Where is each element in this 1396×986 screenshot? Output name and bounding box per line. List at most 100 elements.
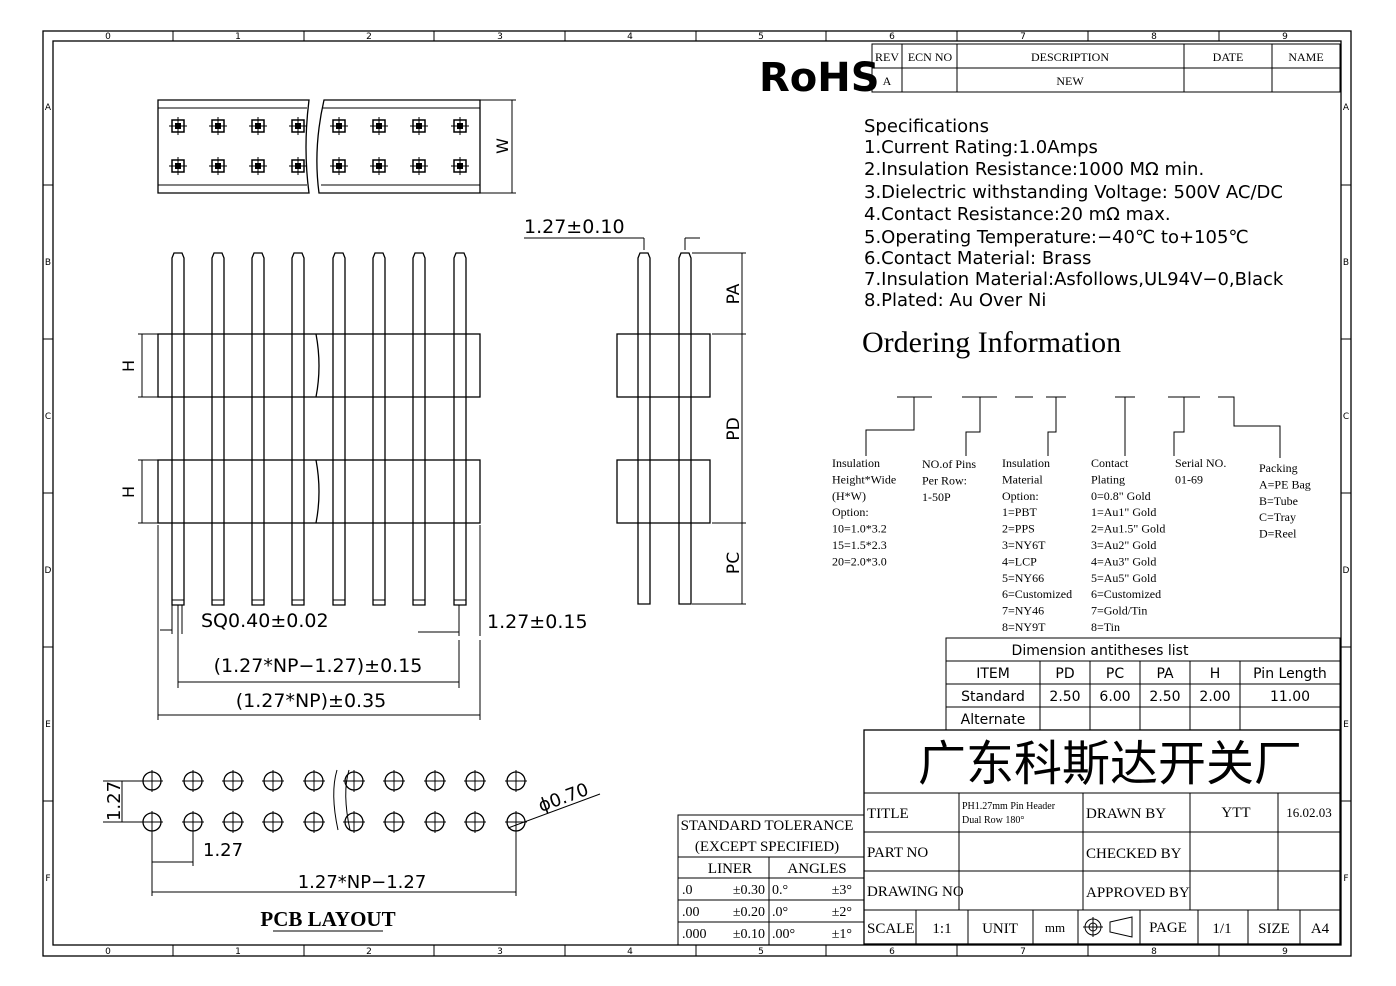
rohs-mark: RoHS (759, 55, 880, 101)
pin-square (209, 157, 227, 175)
pin-square (249, 117, 267, 135)
specifications: Specifications 1.Current Rating:1.0Amps … (864, 116, 1284, 311)
pin-square (410, 117, 428, 135)
pin-square (410, 157, 428, 175)
dim-pitch-side: 1.27±0.15 (487, 611, 588, 633)
pin (251, 252, 265, 606)
pin-square (451, 157, 469, 175)
liner-header: LINER (708, 861, 752, 877)
spec-item: 2.Insulation Resistance:1000 MΩ min. (864, 159, 1204, 180)
ordering-option-text: D=Reel (1259, 527, 1297, 541)
ordering-option-text: 1-50P (922, 490, 951, 504)
dimension-table-header: PC (1106, 666, 1124, 682)
frame-row-label: E (1343, 720, 1349, 730)
angles-header: ANGLES (787, 861, 846, 877)
ordering-option-text: NO.of Pins (922, 457, 976, 471)
ordering-option-text: Contact (1091, 456, 1129, 470)
ordering-option-text: A=PE Bag (1259, 477, 1311, 491)
ordering-option-text: 5=NY66 (1002, 571, 1044, 585)
pin (637, 252, 651, 605)
ordering-option-text: 5=Au5" Gold (1091, 571, 1156, 585)
frame-col-label: 8 (1151, 947, 1157, 957)
spec-item: 3.Dielectric withstanding Voltage: 500V … (864, 182, 1283, 203)
frame-row-label: E (45, 720, 51, 730)
frame-col-label: 0 (105, 947, 111, 957)
pin-square (209, 117, 227, 135)
frame-col-label: 1 (235, 32, 241, 42)
frame-row-label: B (1343, 258, 1349, 268)
ordering-option-text: 1=PBT (1002, 505, 1037, 519)
frame-col-label: 6 (889, 32, 895, 42)
pin-square (330, 117, 348, 135)
pin (211, 252, 225, 606)
part-no-label: PART NO (867, 845, 928, 861)
pcb-hole (182, 811, 204, 833)
approved-by-label: APPROVED BY (1086, 885, 1190, 901)
pcb-hole (262, 811, 284, 833)
ordering-option-text: 3=NY6T (1002, 538, 1046, 552)
dim-pcb-pitch-h: 1.27 (203, 840, 243, 861)
frame-col-label: 5 (758, 32, 764, 42)
frame-col-label: 3 (497, 947, 503, 957)
ordering-option-text: 2=PPS (1002, 522, 1035, 536)
ordering-option-text: Option: (832, 505, 869, 519)
ordering-option-text: Per Row: (922, 473, 967, 487)
dimension-table-cell: Standard (961, 689, 1025, 705)
company-name: 广东科斯达开关厂 (918, 736, 1302, 792)
top-view: W (157, 99, 516, 194)
tolerance-cell: ±0.20 (733, 905, 765, 920)
specifications-title: Specifications (864, 116, 989, 137)
frame-col-label: 2 (366, 947, 372, 957)
tolerance-cell: ±2° (832, 905, 852, 920)
frame-row-label: F (45, 874, 50, 884)
pin-square (330, 157, 348, 175)
ordering-option-text: 20=2.0*3.0 (832, 554, 887, 568)
drawn-date: 16.02.03 (1286, 805, 1332, 820)
tolerance-cell: .0 (682, 883, 693, 898)
pcb-hole (182, 770, 204, 792)
dim-sq: SQ0.40±0.02 (201, 610, 329, 632)
front-view: H H SQ0.40±0.02 1.27±0.15 (1.27*NP−1.27)… (119, 252, 588, 720)
ordering-option-text: Material (1002, 472, 1043, 486)
spec-item: 8.Plated: Au Over Ni (864, 290, 1046, 311)
dim-pd: PD (724, 417, 744, 440)
spec-item: 4.Contact Resistance:20 mΩ max. (864, 204, 1171, 225)
frame-row-label: D (1343, 566, 1350, 576)
ordering-option-text: 01-69 (1175, 472, 1203, 486)
dimension-table-header: H (1210, 666, 1221, 682)
tolerance-title: STANDARD TOLERANCE (681, 818, 854, 834)
dim-np-minus: (1.27*NP−1.27)±0.15 (214, 655, 423, 677)
ordering-option-text: (H*W) (832, 489, 866, 503)
ordering-option-text: B=Tube (1259, 494, 1298, 508)
ordering-option-text: 8=Tin (1091, 620, 1120, 634)
ordering-option-text: 6=Customized (1002, 587, 1072, 601)
pcb-hole (343, 770, 365, 792)
drawn-by-label: DRAWN BY (1086, 806, 1166, 822)
ordering-option-text: 10=1.0*3.2 (832, 522, 887, 536)
pcb-hole (343, 811, 365, 833)
tolerance-cell: .0° (772, 905, 788, 920)
dimension-table-cell: 11.00 (1270, 689, 1310, 705)
ordering-option-text: Packing (1259, 461, 1298, 475)
title-block: 广东科斯达开关厂 TITLE PH1.27mm Pin Header Dual … (863, 729, 1341, 945)
pin-square (289, 117, 307, 135)
ordering-option-text: 1=Au1" Gold (1091, 505, 1156, 519)
ordering-option-text: 2=Au1.5" Gold (1091, 522, 1165, 536)
dimension-table-header: PD (1055, 666, 1074, 682)
pin-square (370, 157, 388, 175)
pcb-hole (222, 811, 244, 833)
title-value-line2: Dual Row 180° (962, 815, 1024, 826)
dim-np: (1.27*NP)±0.35 (236, 690, 387, 712)
pcb-hole (424, 811, 446, 833)
drawing-no-label: DRAWING NO (867, 884, 964, 900)
dim-pitch-top: 1.27±0.10 (524, 216, 625, 238)
dimension-table-header: Pin Length (1253, 666, 1327, 682)
title-value-line1: PH1.27mm Pin Header (962, 801, 1056, 812)
tolerance-cell: 0.° (772, 883, 788, 898)
pin (453, 252, 467, 606)
rev-header: REV (875, 50, 899, 64)
dimension-table-cell: 2.50 (1049, 689, 1080, 705)
pin (412, 252, 426, 606)
